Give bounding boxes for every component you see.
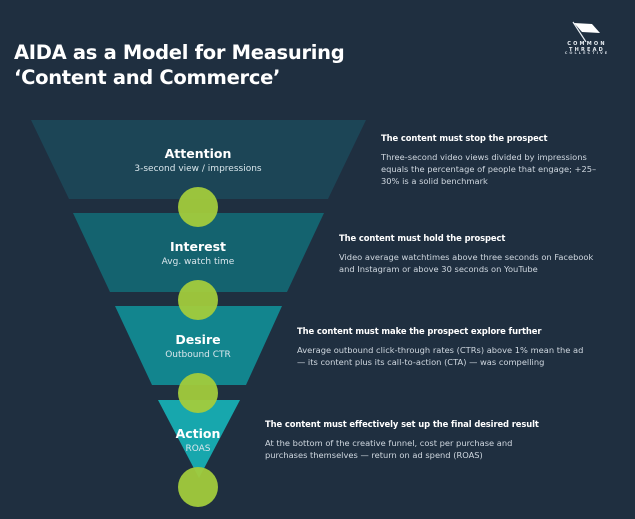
stage-metric-interest: Avg. watch time — [161, 257, 235, 267]
description-action: The content must effectively set up the … — [265, 419, 565, 461]
description-heading: The content must stop the prospect — [381, 133, 548, 143]
title-line-1: AIDA as a Model for Measuring — [14, 41, 345, 64]
description-heading: The content must make the prospect explo… — [297, 326, 542, 336]
connector-circle-3 — [178, 373, 218, 413]
description-body: At the bottom of the creative funnel, co… — [265, 438, 513, 460]
stage-metric-attention: 3-second view / impressions — [134, 164, 262, 174]
connector-circle-1 — [178, 187, 218, 227]
description-desire: The content must make the prospect explo… — [297, 326, 583, 368]
funnel-stage-attention — [31, 120, 366, 199]
funnel-stage-interest — [73, 213, 324, 292]
common-thread-logo: COMMON THREAD COLLECTIVE — [548, 20, 628, 65]
page-title: AIDA as a Model for Measuring ‘Content a… — [14, 40, 345, 90]
stage-label-desire: Desire — [175, 332, 221, 347]
description-interest: The content must hold the prospect Video… — [339, 233, 599, 275]
funnel-stage-action — [158, 400, 240, 478]
stage-metric-action: ROAS — [185, 444, 211, 454]
stage-label-interest: Interest — [169, 239, 227, 254]
connector-circle-4 — [178, 467, 218, 507]
stage-label-attention: Attention — [164, 146, 232, 161]
stage-label-action: Action — [175, 426, 221, 441]
connector-circle-2 — [178, 280, 218, 320]
description-heading: The content must hold the prospect — [339, 233, 506, 243]
description-body: Video average watchtimes above three sec… — [339, 252, 594, 274]
logo-sub-text: COLLECTIVE — [564, 51, 610, 55]
description-body: Average outbound click-through rates (CT… — [297, 345, 584, 367]
description-attention: The content must stop the prospect Three… — [381, 133, 635, 187]
stage-metric-desire: Outbound CTR — [165, 350, 231, 360]
title-line-2: ‘Content and Commerce’ — [14, 66, 281, 89]
description-body: Three-second video views divided by impr… — [381, 152, 597, 186]
funnel-stage-desire — [115, 306, 282, 385]
description-heading: The content must effectively set up the … — [265, 419, 539, 429]
logo-brand-text: COMMON THREAD — [567, 41, 607, 53]
flag-icon — [572, 21, 600, 42]
